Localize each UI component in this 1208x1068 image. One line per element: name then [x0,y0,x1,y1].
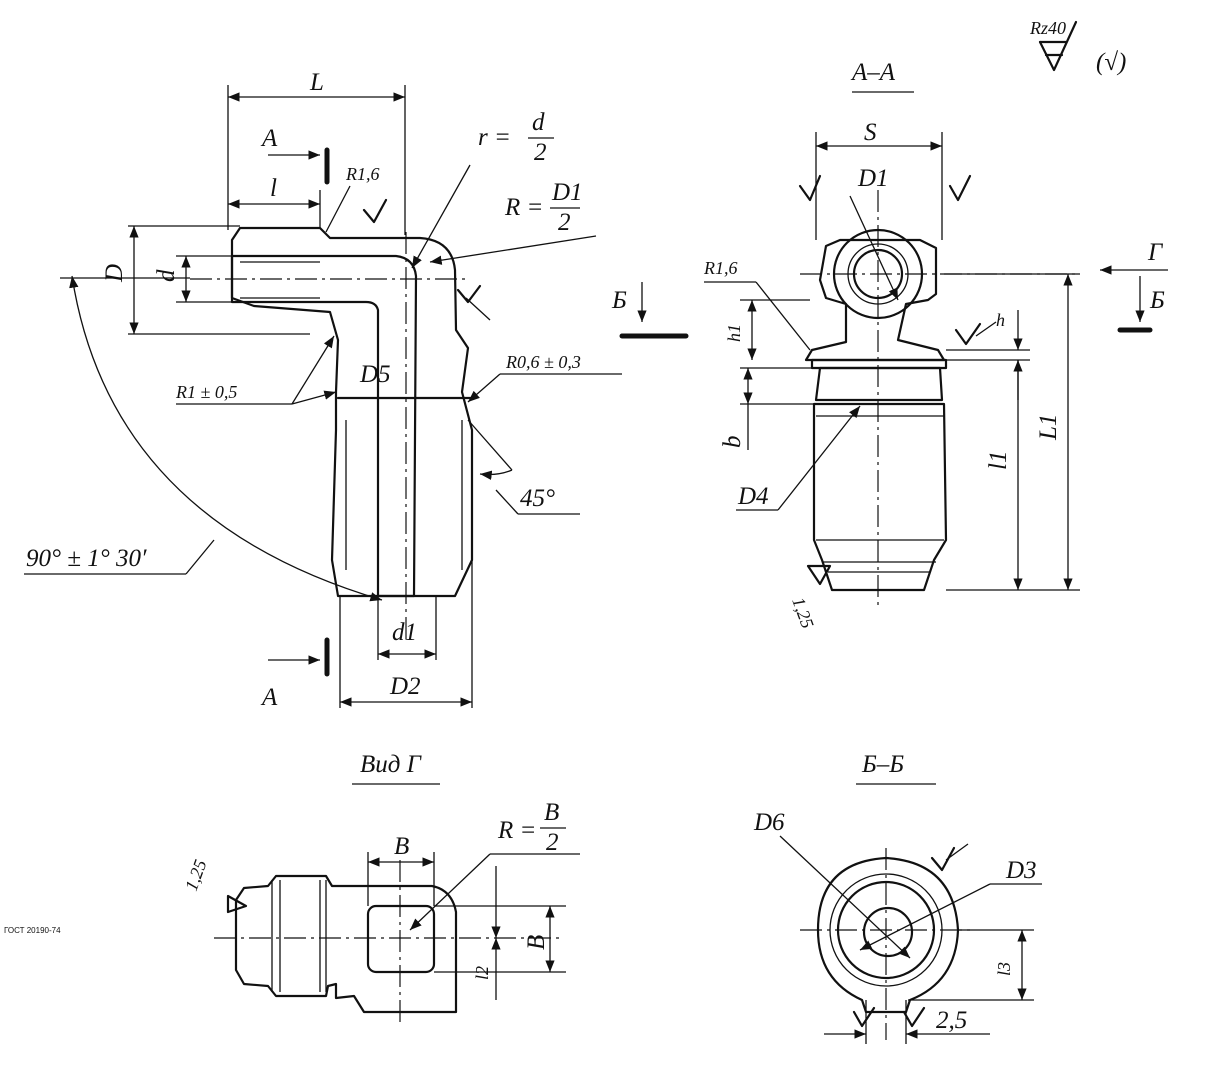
angle-90-label: 90° ± 1° 30′ [26,545,147,572]
aa-dim-h1: h1 [724,324,744,342]
dim-d: d [153,269,180,282]
view-G-slot [366,904,436,974]
aa-dim-S: S [864,119,877,146]
section-B-left-label: Б [611,287,627,314]
elbow-body-hatched [230,226,474,598]
view-G: Вид Г B R = B 2 B l2 [181,751,580,1024]
aa-flange [810,358,948,370]
R-formula-num: D1 [551,179,583,206]
bb-dim-25: 2,5 [936,1007,967,1034]
aa-dim-L1: L1 [1035,414,1062,441]
dim-D: D [101,264,128,283]
aa-R16-label: R1,6 [703,258,738,278]
roughness-symbol-main: Rz40 (√) [1029,18,1126,76]
view-G-title: Вид Г [360,751,423,778]
bb-dim-D3: D3 [1005,857,1037,884]
section-BB-title: Б–Б [861,751,904,778]
view-G-R-den: 2 [546,829,559,856]
angle-45-label: 45° [520,485,555,512]
section-BB: Б–Б D6 D3 l3 2,5 [753,751,1042,1044]
dim-D2: D2 [389,673,421,700]
section-B-right-label: Б [1149,287,1165,314]
roughness-bracket-label: (√) [1096,49,1126,76]
section-A-top-label: A [260,125,278,152]
section-AA-title: A–A [850,59,896,86]
r-formula-den: 2 [534,139,547,166]
bb-outer-ring [816,856,960,1014]
view-G-B-top: B [394,833,409,860]
view-G-rough-125: 1,25 [181,857,211,893]
view-G-outline [234,874,458,1014]
section-AA: A–A S D1 R1,6 h1 [611,59,1168,631]
view-G-R-num: B [544,799,559,826]
aa-dim-h: h [996,310,1005,330]
bb-dim-D6: D6 [753,809,785,836]
dim-d1: d1 [392,619,417,646]
aa-dim-b: b [719,436,746,449]
view-G-R-label: R = [497,817,536,844]
aa-head-outline [804,238,946,362]
main-R16-label: R1,6 [345,164,380,184]
view-G-l2: l2 [472,966,492,980]
section-A-bottom-label: A [260,684,278,711]
R-formula-den: 2 [558,209,571,236]
dim-L: L [309,69,324,96]
dim-D5: D5 [359,361,391,388]
view-G-arrow-label: Г [1147,239,1164,266]
aa-main-body [812,402,948,592]
r-formula-label: r = [478,124,511,151]
bb-dim-l3: l3 [994,962,1014,976]
view-G-B-right: B [523,935,550,950]
sheet-standard-label: ГОСТ 20190-74 [4,926,61,935]
roughness-main-label: Rz40 [1029,18,1066,38]
r-formula-num: d [532,109,545,136]
aa-dim-l1: l1 [985,451,1012,470]
aa-threaded-body [814,366,944,402]
aa-dim-D4: D4 [737,483,769,510]
aa-dim-D1: D1 [857,165,889,192]
dim-l: l [270,175,277,202]
main-R1-label: R1 ± 0,5 [175,382,237,402]
aa-rough-125: 1,25 [788,595,818,631]
R-formula-label: R = [504,194,543,221]
bb-bore [862,906,914,958]
main-view: L l A R1,6 D d r = d 2 R = D1 2 [24,69,622,711]
main-R06-label: R0,6 ± 0,3 [505,352,581,372]
